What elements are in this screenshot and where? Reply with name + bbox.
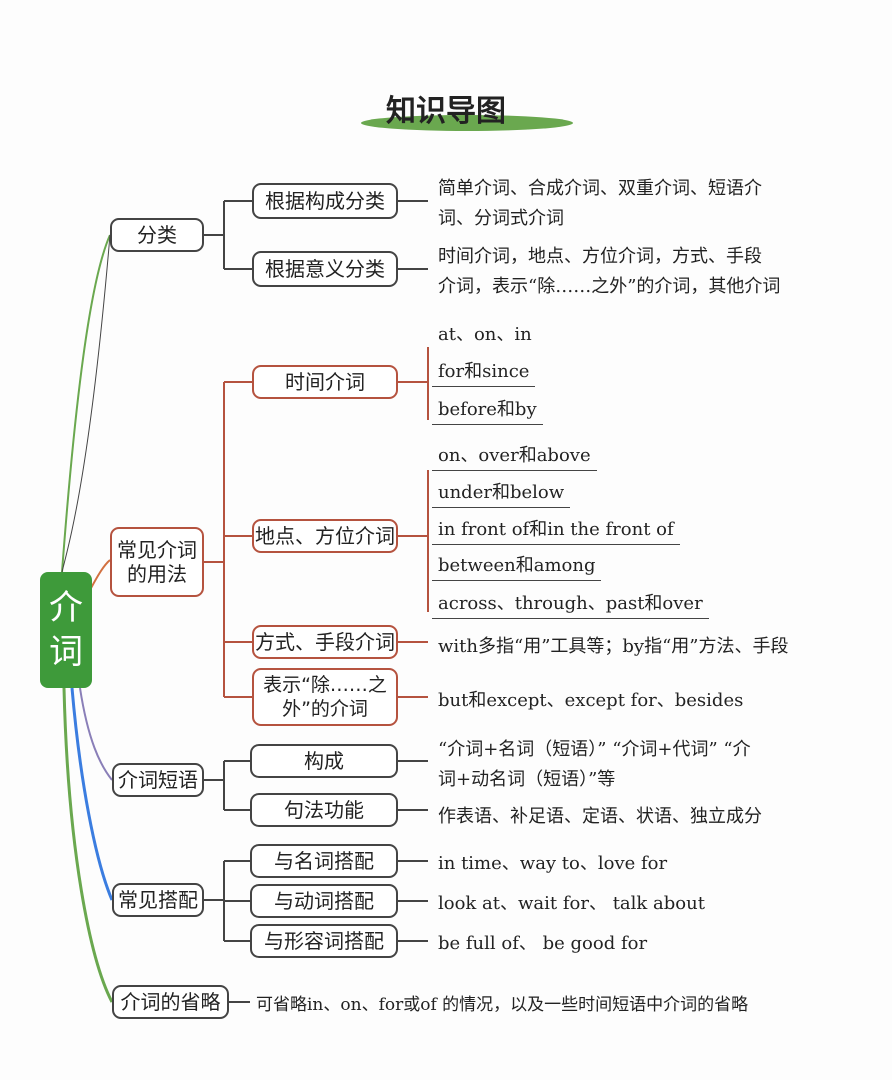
node-by-meaning: 根据意义分类 [252,251,398,287]
place-item: across、through、past和over [432,589,709,619]
node-except: 表示“除……之外”的介词 [252,668,398,726]
node-time: 时间介词 [252,365,398,399]
place-item: in front of和in the front of [432,515,680,545]
time-item: at、on、in [438,324,532,345]
place-item: on、over和above [432,441,597,471]
node-collocation: 常见搭配 [112,883,204,917]
page-title: 知识导图 [386,94,506,129]
except-text: but和except、except for、besides [438,690,744,711]
by-meaning-line2: 介词，表示“除……之外”的介词，其他介词 [438,276,781,297]
node-adj: 与形容词搭配 [250,924,398,958]
node-place: 地点、方位介词 [252,519,398,553]
node-form: 构成 [250,744,398,778]
node-classify: 分类 [110,218,204,252]
form-line2: 词+动名词（短语）”等 [438,769,616,790]
manner-text: with多指“用”工具等；by指“用”方法、手段 [438,636,789,657]
node-by-form: 根据构成分类 [252,183,398,219]
node-omission: 介词的省略 [112,985,229,1019]
omission-text: 可省略in、on、for或of 的情况，以及一些时间短语中介词的省略 [256,995,749,1015]
node-function: 句法功能 [250,793,398,827]
place-item: under和below [432,478,571,508]
by-meaning-line1: 时间介词，地点、方位介词，方式、手段 [438,246,762,267]
by-form-line2: 词、分词式介词 [438,208,564,229]
node-phrase: 介词短语 [112,763,204,797]
title-leaf [361,115,573,131]
time-item: for和since [432,357,536,387]
node-noun: 与名词搭配 [250,844,398,878]
adj-text: be full of、 be good for [438,933,648,954]
function-text: 作表语、补足语、定语、状语、独立成分 [438,806,762,827]
noun-text: in time、way to、love for [438,853,668,874]
root-node: 介词 [40,572,92,688]
node-verb: 与动词搭配 [250,884,398,918]
form-line1: “介词+名词（短语）” “介词+代词” “介 [438,739,751,760]
node-usage: 常见介词的用法 [110,527,204,597]
verb-text: look at、wait for、 talk about [438,893,705,914]
time-item: before和by [432,395,543,425]
place-item: between和among [432,551,602,581]
by-form-line1: 简单介词、合成介词、双重介词、短语介 [438,178,762,199]
node-manner: 方式、手段介词 [252,625,398,659]
